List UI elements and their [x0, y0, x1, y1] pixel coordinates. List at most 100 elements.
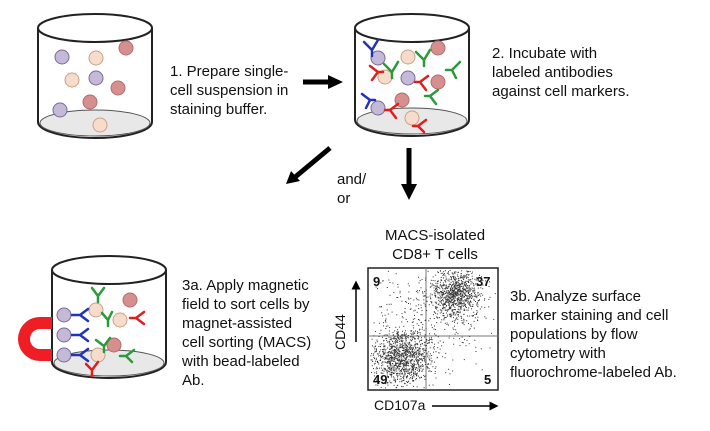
scatter-event	[470, 300, 471, 302]
scatter-event	[454, 285, 456, 287]
scatter-event	[459, 311, 461, 313]
scatter-event	[400, 340, 402, 341]
scatter-event	[447, 293, 449, 295]
scatter-event	[423, 342, 425, 344]
scatter-event	[396, 370, 398, 372]
scatter-event	[448, 324, 449, 326]
scatter-event	[385, 355, 387, 356]
scatter-event	[396, 363, 398, 365]
scatter-event	[456, 288, 458, 290]
scatter-event	[467, 271, 469, 273]
scatter-event	[461, 283, 462, 285]
scatter-event	[397, 284, 399, 285]
scatter-event	[394, 360, 396, 362]
scatter-event	[452, 290, 454, 291]
scatter-event	[416, 331, 418, 332]
scatter-event	[463, 303, 465, 305]
scatter-event	[438, 303, 440, 305]
scatter-event	[466, 306, 467, 308]
scatter-event	[373, 322, 375, 324]
scatter-event	[463, 318, 465, 320]
scatter-event	[459, 298, 461, 300]
scatter-event	[447, 279, 449, 281]
scatter-event	[427, 342, 429, 344]
scatter-event	[419, 348, 421, 350]
scatter-event	[394, 330, 396, 332]
scatter-event	[395, 338, 397, 340]
scatter-event	[436, 281, 438, 283]
scatter-event	[412, 369, 414, 371]
scatter-event	[391, 367, 393, 369]
scatter-event	[380, 282, 382, 284]
scatter-event	[414, 309, 416, 311]
scatter-event	[426, 340, 427, 342]
scatter-event	[461, 304, 463, 306]
scatter-event	[403, 354, 405, 356]
scatter-event	[459, 301, 461, 303]
scatter-event	[409, 378, 411, 380]
scatter-event	[413, 380, 415, 382]
scatter-event	[377, 384, 379, 386]
scatter-event	[449, 305, 451, 307]
scatter-event	[401, 300, 403, 302]
scatter-event	[417, 356, 419, 358]
scatter-event	[383, 334, 385, 336]
scatter-event	[461, 291, 463, 292]
scatter-event	[395, 356, 397, 358]
scatter-event	[398, 326, 400, 328]
scatter-event	[399, 354, 401, 356]
scatter-event	[451, 299, 453, 301]
scatter-event	[466, 285, 468, 287]
scatter-event	[464, 300, 466, 302]
scatter-event	[429, 347, 431, 349]
scatter-event	[411, 372, 413, 373]
scatter-event	[466, 296, 468, 298]
scatter-event	[454, 319, 456, 321]
scatter-event	[436, 322, 438, 324]
scatter-event	[462, 287, 464, 289]
scatter-event	[389, 382, 391, 384]
scatter-event	[413, 360, 415, 362]
scatter-event	[428, 370, 430, 372]
scatter-event	[418, 319, 419, 320]
scatter-event	[463, 319, 465, 321]
scatter-event	[457, 285, 459, 286]
scatter-event	[411, 339, 413, 341]
scatter-event	[401, 368, 403, 370]
scatter-event	[456, 293, 457, 295]
scatter-event	[488, 306, 490, 308]
scatter-event	[388, 341, 390, 343]
scatter-event	[445, 297, 447, 299]
scatter-event	[395, 363, 397, 364]
scatter-event	[477, 316, 479, 318]
scatter-event	[457, 294, 459, 296]
scatter-event	[414, 337, 416, 339]
scatter-event	[461, 276, 463, 278]
scatter-event	[462, 300, 464, 302]
scatter-event	[404, 334, 406, 336]
scatter-event	[450, 281, 452, 283]
plot-xlabel: CD107a	[374, 397, 426, 413]
scatter-event	[442, 294, 444, 296]
scatter-event	[430, 279, 432, 281]
scatter-event	[443, 277, 445, 279]
scatter-event	[380, 306, 382, 307]
scatter-event	[400, 370, 402, 372]
scatter-event	[449, 373, 451, 375]
scatter-event	[457, 278, 459, 280]
scatter-event	[420, 358, 422, 360]
scatter-event	[476, 296, 478, 297]
scatter-event	[405, 339, 407, 341]
scatter-event	[425, 277, 427, 279]
scatter-event	[464, 305, 466, 306]
scatter-event	[410, 349, 412, 350]
scatter-event	[448, 286, 450, 288]
scatter-event	[443, 302, 445, 304]
scatter-event	[456, 291, 458, 293]
scatter-event	[393, 377, 395, 379]
scatter-event	[376, 341, 378, 343]
scatter-event	[432, 384, 434, 386]
scatter-event	[399, 370, 401, 372]
scatter-event	[396, 346, 398, 348]
